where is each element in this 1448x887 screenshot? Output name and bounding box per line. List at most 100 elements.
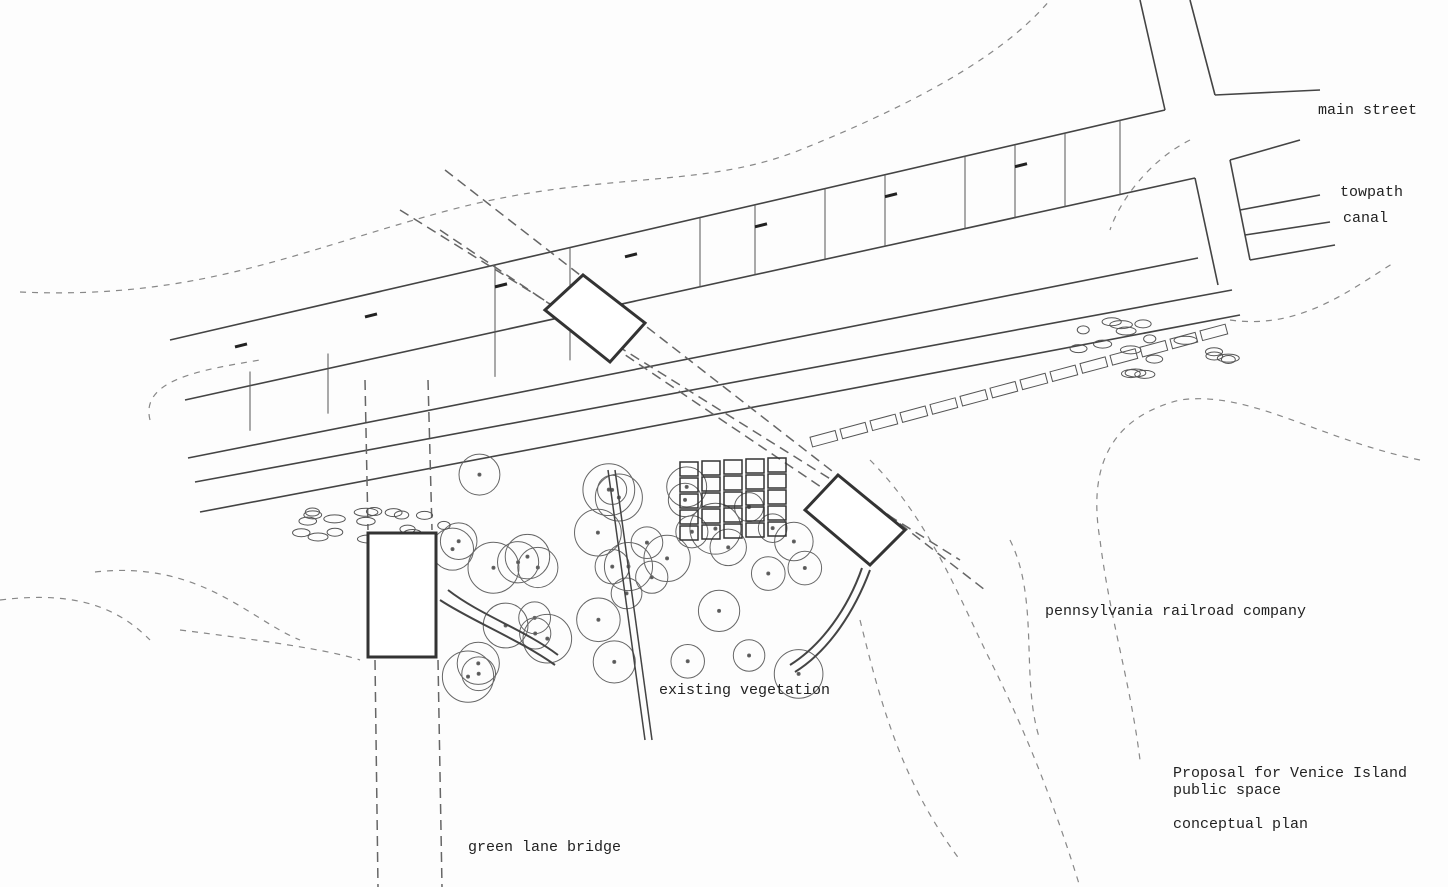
title-subtitle: conceptual plan	[1173, 816, 1309, 833]
grid-cell	[723, 507, 743, 523]
pavilion-east	[802, 472, 908, 568]
tree-trunk	[456, 539, 461, 544]
paver	[303, 510, 323, 520]
paver	[1115, 326, 1137, 336]
grid-cell	[679, 509, 699, 525]
paver	[1069, 344, 1088, 354]
paver	[323, 514, 346, 524]
tree-canopy	[774, 521, 814, 562]
paver	[929, 397, 959, 415]
lane-dash	[364, 312, 378, 319]
grid-cell	[745, 474, 765, 490]
grid-cell	[679, 461, 699, 477]
paver	[292, 528, 311, 538]
paver	[839, 421, 869, 440]
paver	[959, 389, 989, 407]
grid-cell	[745, 522, 765, 538]
label-canal: canal	[1343, 210, 1389, 227]
paver	[1220, 355, 1236, 365]
lane-dash	[234, 342, 248, 349]
tree-canopy	[773, 649, 824, 699]
lane-dash	[754, 222, 768, 229]
paver	[1199, 323, 1229, 342]
tree-trunk	[717, 608, 722, 613]
grid-cell	[767, 489, 787, 505]
tree-canopy	[441, 650, 495, 703]
grid-cell	[701, 492, 721, 508]
paver	[1205, 351, 1224, 361]
paver	[1019, 372, 1049, 391]
tree-trunk	[477, 472, 482, 477]
paver	[298, 516, 318, 526]
tree-trunk	[766, 571, 771, 576]
tree-canopy	[594, 473, 643, 522]
tree-trunk	[596, 617, 601, 622]
tree-canopy	[517, 546, 559, 589]
tree-canopy	[689, 502, 742, 555]
label-bridge: green lane bridge	[468, 839, 622, 856]
paver	[1119, 345, 1142, 355]
tree-trunk	[770, 526, 775, 531]
tree-canopy	[675, 515, 709, 549]
tree-trunk	[545, 636, 550, 641]
tree-canopy	[697, 589, 741, 633]
tree-canopy	[732, 639, 766, 672]
grid-cell	[723, 491, 743, 507]
grid-cell	[701, 508, 721, 524]
tree-trunk	[466, 674, 471, 679]
planting-grid	[679, 457, 787, 541]
paver	[1076, 325, 1090, 335]
tree-trunk	[665, 556, 670, 561]
tree-canopy	[467, 541, 520, 594]
tree-trunk	[476, 661, 481, 666]
grid-cell	[767, 473, 787, 489]
paver	[1173, 335, 1198, 345]
paver	[437, 520, 451, 530]
grid-cell	[679, 525, 699, 541]
tree-trunk	[516, 560, 521, 565]
tree-canopy	[670, 644, 705, 679]
tree-trunk	[476, 671, 481, 676]
lane-markings	[234, 162, 1028, 349]
tree-trunk	[713, 526, 718, 531]
structures	[366, 273, 908, 659]
paver	[1079, 356, 1109, 374]
paver	[869, 413, 899, 432]
tree-trunk	[525, 554, 530, 559]
tree-canopy	[576, 597, 621, 643]
tree-trunk	[796, 671, 801, 676]
paver	[384, 508, 403, 518]
paver	[1143, 334, 1157, 344]
tree-trunk	[644, 540, 649, 545]
paver	[809, 429, 839, 448]
tree-canopy	[582, 463, 636, 517]
paver	[1101, 317, 1122, 327]
grid-cell	[679, 477, 699, 493]
paver	[1134, 319, 1152, 329]
paver	[1169, 331, 1199, 350]
lot-dividers	[249, 120, 1121, 431]
grid-cell	[723, 475, 743, 491]
tree-canopy	[592, 640, 636, 684]
tree-trunk	[450, 547, 455, 552]
paver	[1093, 339, 1113, 349]
paver	[353, 507, 379, 517]
tree-canopy	[496, 541, 540, 584]
tree-canopy	[666, 466, 708, 508]
tree-canopy	[439, 522, 478, 560]
paver	[1216, 353, 1240, 363]
grid-cell	[701, 524, 721, 540]
tree-trunk	[747, 653, 752, 658]
label-vegetation: existing vegetation	[659, 682, 831, 699]
title-line-2: public space	[1173, 782, 1282, 799]
lane-dash	[494, 282, 508, 289]
lane-dash	[1014, 162, 1028, 169]
paver	[1145, 354, 1164, 364]
tree-trunk	[491, 565, 496, 570]
tree-trunk	[533, 631, 538, 636]
tree-trunk	[685, 659, 690, 664]
title-line-1: Proposal for Venice Island	[1173, 765, 1408, 782]
curved-paths	[439, 469, 871, 741]
